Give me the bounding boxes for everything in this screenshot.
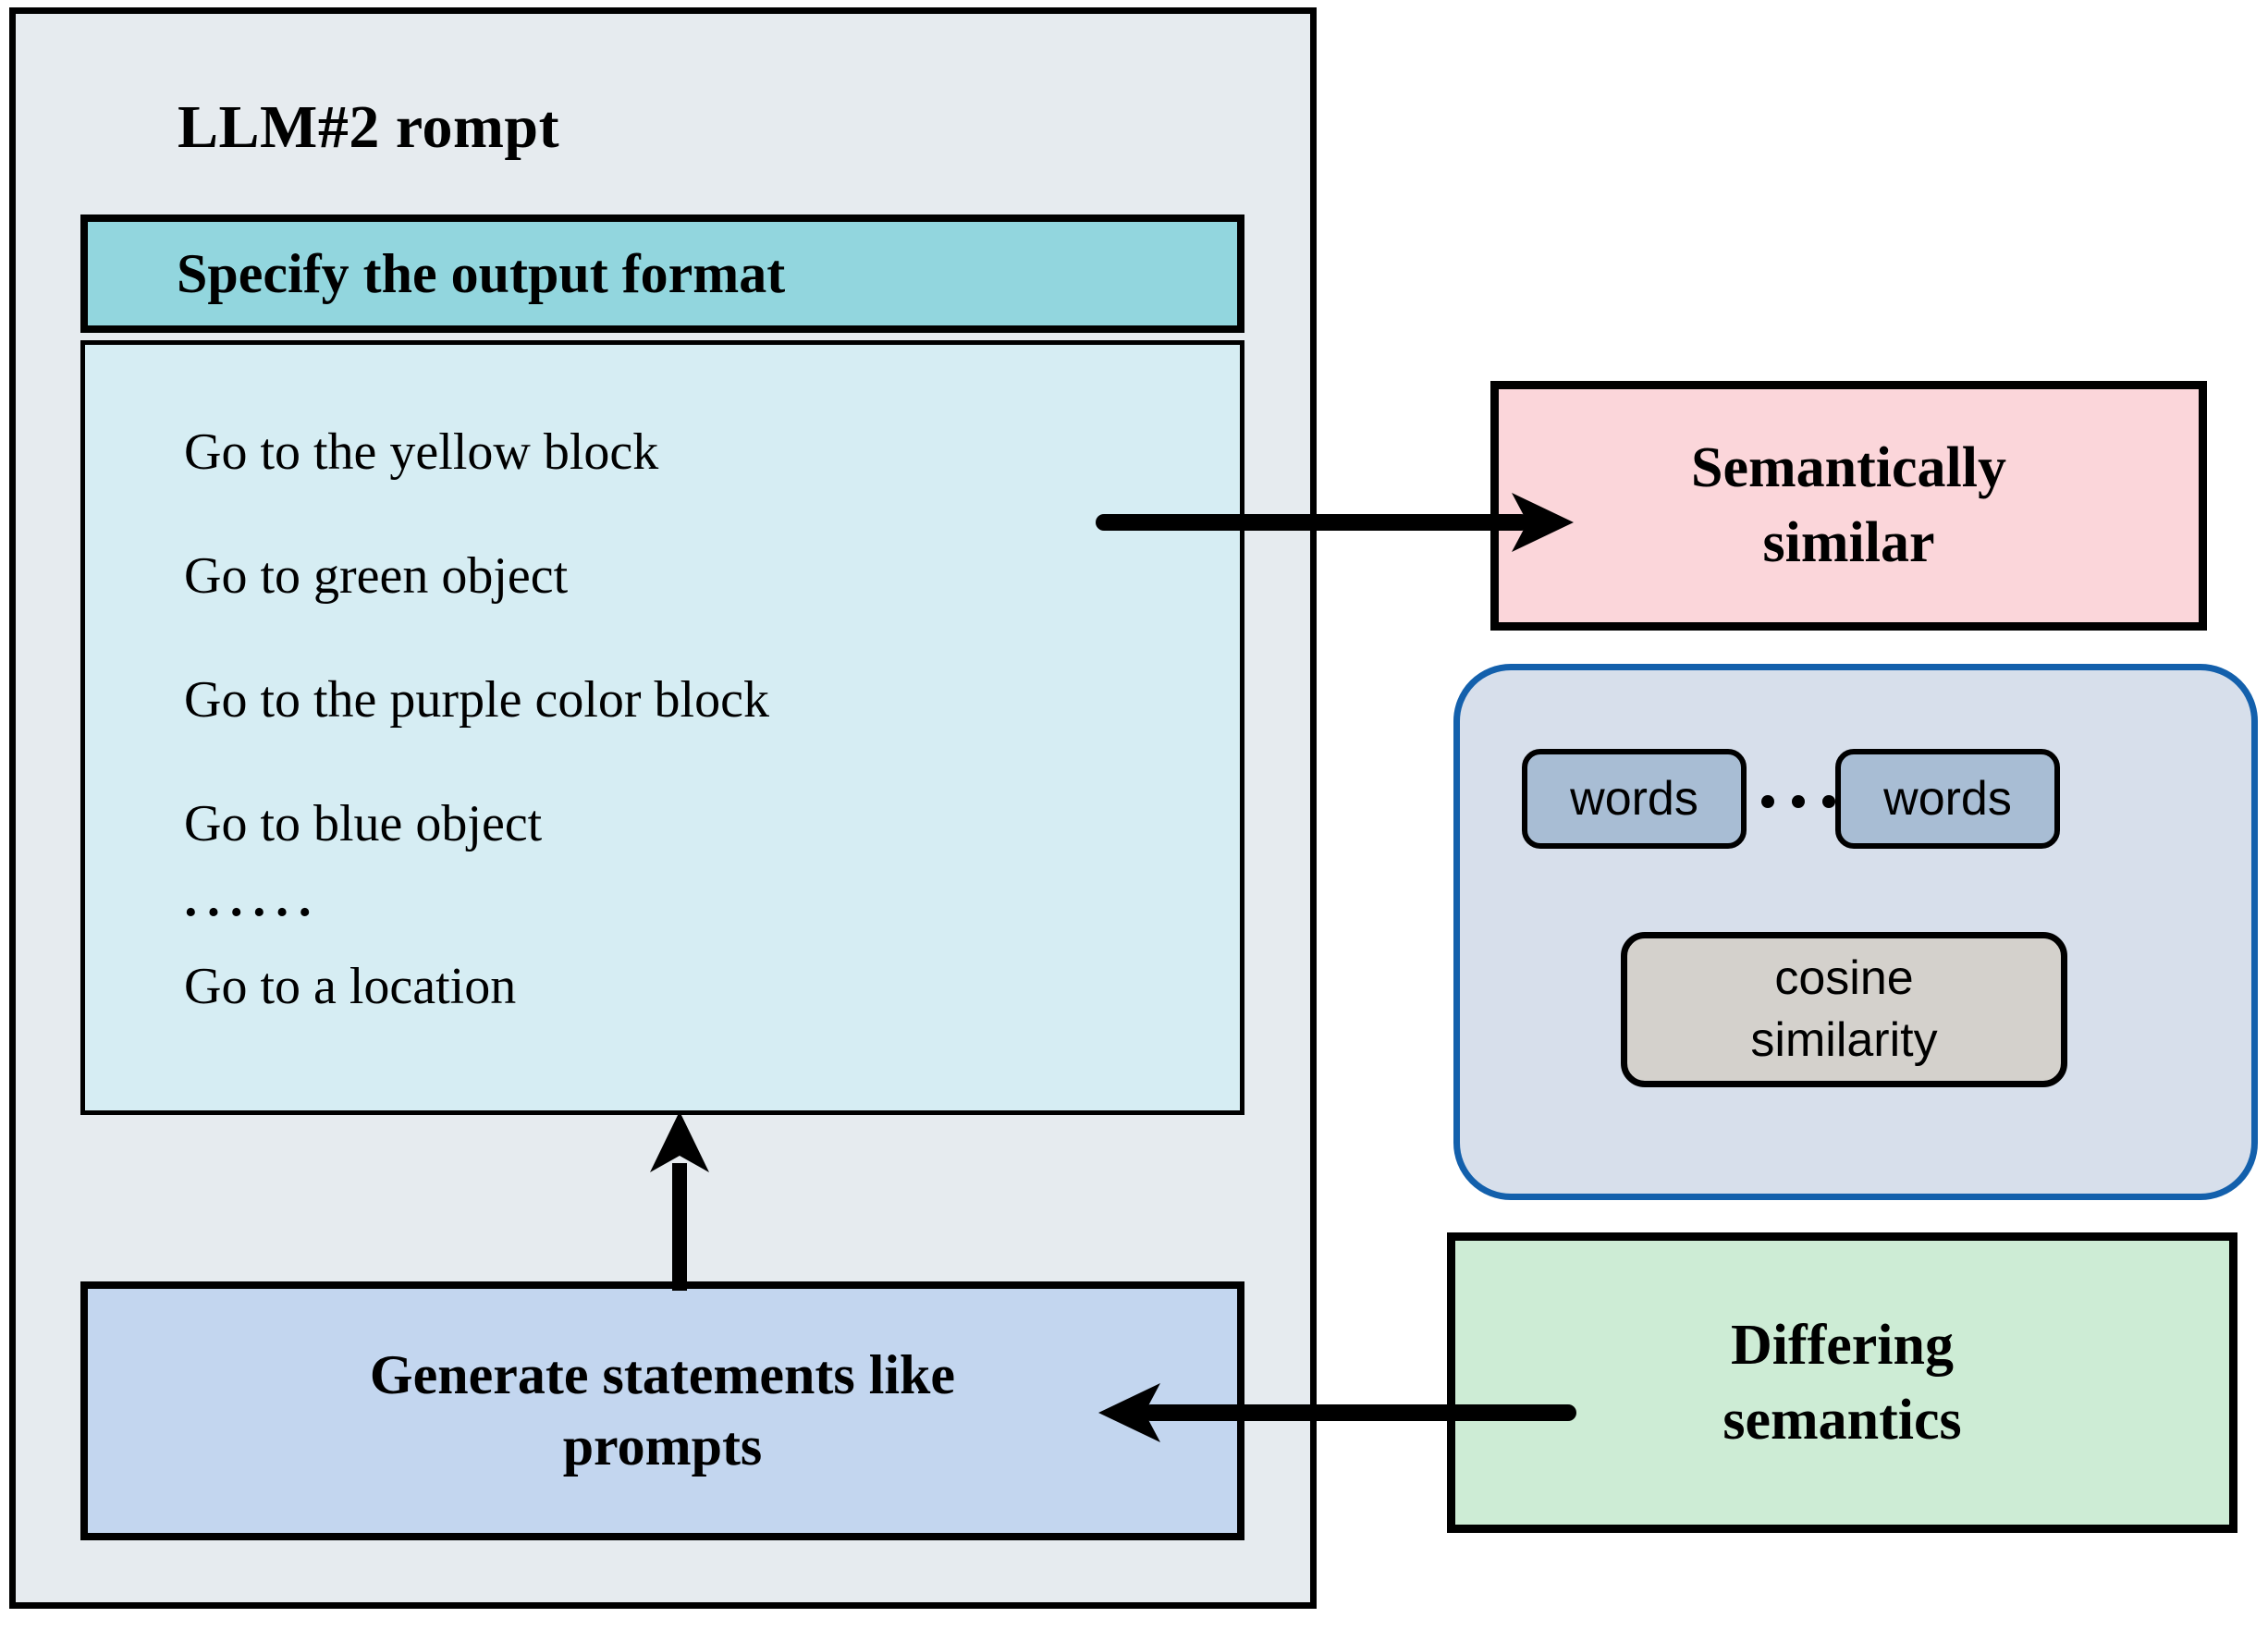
output-format-header-label: Specify the output format bbox=[177, 242, 786, 304]
dot-icon bbox=[1822, 795, 1835, 808]
cosine-similarity-line2: similarity bbox=[1750, 1013, 1938, 1067]
statement-list-panel: Go to the yellow block Go to green objec… bbox=[80, 340, 1244, 1115]
cosine-similarity-chip: cosine similarity bbox=[1621, 932, 2067, 1087]
semantically-similar-box: Semantically similar bbox=[1490, 381, 2207, 631]
embedding-ellipsis-dots bbox=[1761, 783, 1835, 820]
word-chip-left: words bbox=[1522, 749, 1747, 849]
cosine-similarity-line1: cosine bbox=[1774, 951, 1914, 1006]
statement-item-final: Go to a location bbox=[184, 958, 517, 1015]
generate-statements-box: Generate statements like prompts bbox=[80, 1281, 1244, 1540]
statement-item-2: Go to green object bbox=[184, 547, 569, 605]
statement-item-4: Go to blue object bbox=[184, 795, 543, 852]
word-chip-right: words bbox=[1835, 749, 2060, 849]
differing-semantics-box: Differing semantics bbox=[1447, 1232, 2237, 1533]
differing-semantics-line2: semantics bbox=[1722, 1388, 1962, 1452]
generate-statements-line2: prompts bbox=[562, 1416, 763, 1477]
dot-icon bbox=[1761, 795, 1774, 808]
dot-icon bbox=[1792, 795, 1805, 808]
output-format-header: Specify the output format bbox=[80, 214, 1244, 333]
statement-ellipsis: ······ bbox=[182, 884, 320, 941]
statement-item-1: Go to the yellow block bbox=[184, 423, 659, 481]
statement-item-3: Go to the purple color block bbox=[184, 671, 769, 729]
differing-semantics-line1: Differing bbox=[1730, 1313, 1955, 1377]
generate-statements-line1: Generate statements like bbox=[369, 1344, 956, 1406]
semantically-similar-line2: similar bbox=[1762, 511, 1935, 574]
prompt-title: LLM#2 rompt bbox=[178, 93, 560, 161]
semantically-similar-line1: Semantically bbox=[1691, 436, 2006, 500]
